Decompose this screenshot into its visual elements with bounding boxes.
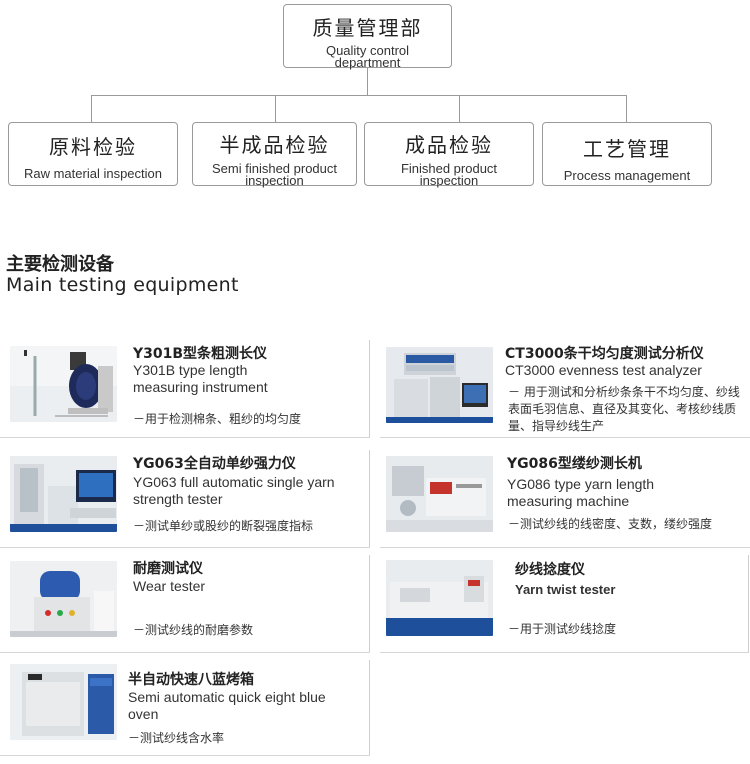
y301b-photo-icon (10, 346, 117, 422)
card-divider-vertical (369, 660, 370, 755)
equipment-desc: －用于测试纱线捻度 (508, 622, 617, 636)
yarn-twist-photo-icon (386, 560, 493, 636)
equipment-en-name: Y301B type length measuring instrument (133, 362, 268, 395)
equipment-en-name: YG063 full automatic single yarn strengt… (133, 474, 335, 507)
equipment-card-yg086: YG086型缕纱测长机 YG086 type yarn length measu… (380, 450, 750, 550)
equipment-card-oven: 半自动快速八蓝烤箱 Semi automatic quick eight blu… (0, 660, 372, 760)
connector-drop-3 (459, 95, 460, 122)
oven-photo-icon (10, 664, 117, 740)
equipment-en-name: YG086 type yarn length measuring machine (507, 476, 655, 509)
card-divider-vertical (369, 450, 370, 547)
equipment-title: 半自动快速八蓝烤箱 (128, 672, 254, 688)
org-child-en: Semi finished product inspection (211, 161, 337, 188)
equipment-title: YG086型缕纱测长机 (507, 456, 642, 472)
connector-horizontal (91, 95, 627, 96)
card-divider-vertical (369, 340, 370, 437)
org-child-zh: 原料检验 (49, 135, 137, 159)
equipment-en-name: CT3000 evenness test analyzer (505, 362, 702, 378)
equipment-title: YG063全自动单纱强力仪 (133, 456, 296, 472)
equipment-card-ct3000: CT3000条干均匀度测试分析仪 CT3000 evenness test an… (380, 340, 750, 440)
equipment-desc: －测试单纱或股纱的断裂强度指标 (133, 519, 314, 533)
equipment-photo-yg086 (386, 456, 493, 532)
connector-drop-1 (91, 95, 92, 122)
org-top-en: Quality control department (325, 43, 410, 70)
card-divider-horizontal (0, 437, 370, 438)
org-child-en: Raw material inspection (23, 166, 162, 181)
org-child-finished: 成品检验 Finished product inspection (364, 122, 534, 188)
equipment-photo-yg063 (10, 456, 117, 532)
equipment-card-y301b: Y301B型条粗测长仪 Y301B type length measuring … (0, 340, 372, 440)
org-child-semi-finished: 半成品检验 Semi finished product inspection (192, 122, 357, 188)
equipment-desc: －测试纱线含水率 (128, 731, 225, 745)
equipment-photo-ct3000 (386, 347, 493, 423)
equipment-title: 耐磨测试仪 (133, 561, 203, 577)
equipment-title: 纱线捻度仪 (515, 562, 585, 578)
connector-drop-2 (275, 95, 276, 122)
org-child-zh: 工艺管理 (583, 137, 671, 161)
org-child-en: Finished product inspection (400, 161, 498, 188)
equipment-title: Y301B型条粗测长仪 (133, 346, 268, 362)
card-divider-horizontal (380, 437, 750, 438)
equipment-en-name: Semi automatic quick eight blue oven (128, 689, 326, 722)
connector-drop-4 (626, 95, 627, 122)
org-child-process: 工艺管理 Process management (542, 122, 712, 186)
equipment-title: CT3000条干均匀度测试分析仪 (505, 346, 704, 362)
equipment-card-wear-tester: 耐磨测试仪 Wear tester －测试纱线的耐磨参数 (0, 555, 372, 655)
card-divider-horizontal (0, 547, 370, 548)
equipment-photo-oven (10, 664, 117, 740)
card-divider-horizontal (380, 652, 749, 653)
equipment-desc: －测试纱线的耐磨参数 (133, 623, 254, 637)
org-child-zh: 半成品检验 (219, 133, 330, 157)
card-divider-horizontal (0, 755, 370, 756)
org-child-zh: 成品检验 (405, 133, 493, 157)
equipment-desc: － 用于测试和分析纱条条干不均匀度、纱线表面毛羽信息、直径及其变化、考核纱线质量… (508, 385, 740, 433)
equipment-en-name: Wear tester (133, 578, 206, 594)
org-top-zh: 质量管理部 (312, 16, 423, 40)
section-title-en: Main testing equipment (6, 274, 239, 296)
yg063-photo-icon (10, 456, 117, 532)
org-child-raw-material: 原料检验 Raw material inspection (8, 122, 178, 186)
ct3000-photo-icon (386, 347, 493, 423)
org-child-en: Process management (563, 168, 691, 183)
connector-vertical-top (367, 68, 368, 95)
equipment-photo-y301b (10, 346, 117, 422)
card-divider-horizontal (380, 547, 750, 548)
equipment-card-yg063: YG063全自动单纱强力仪 YG063 full automatic singl… (0, 450, 372, 550)
org-top-box: 质量管理部 Quality control department (283, 4, 452, 70)
wear-tester-photo-icon (10, 561, 117, 637)
card-divider-vertical (748, 555, 749, 652)
equipment-en-name: Yarn twist tester (515, 582, 616, 597)
equipment-photo-yarn-twist (386, 560, 493, 636)
equipment-photo-wear-tester (10, 561, 117, 637)
equipment-desc: －用于检测棉条、粗纱的均匀度 (133, 412, 302, 426)
equipment-desc: －测试纱线的线密度、支数，缕纱强度 (508, 517, 713, 531)
card-divider-vertical (369, 555, 370, 652)
card-divider-horizontal (0, 652, 370, 653)
equipment-card-yarn-twist-tester: 纱线捻度仪 Yarn twist tester －用于测试纱线捻度 (380, 555, 750, 655)
section-title-zh: 主要检测设备 (6, 254, 114, 275)
yg086-photo-icon (386, 456, 493, 532)
